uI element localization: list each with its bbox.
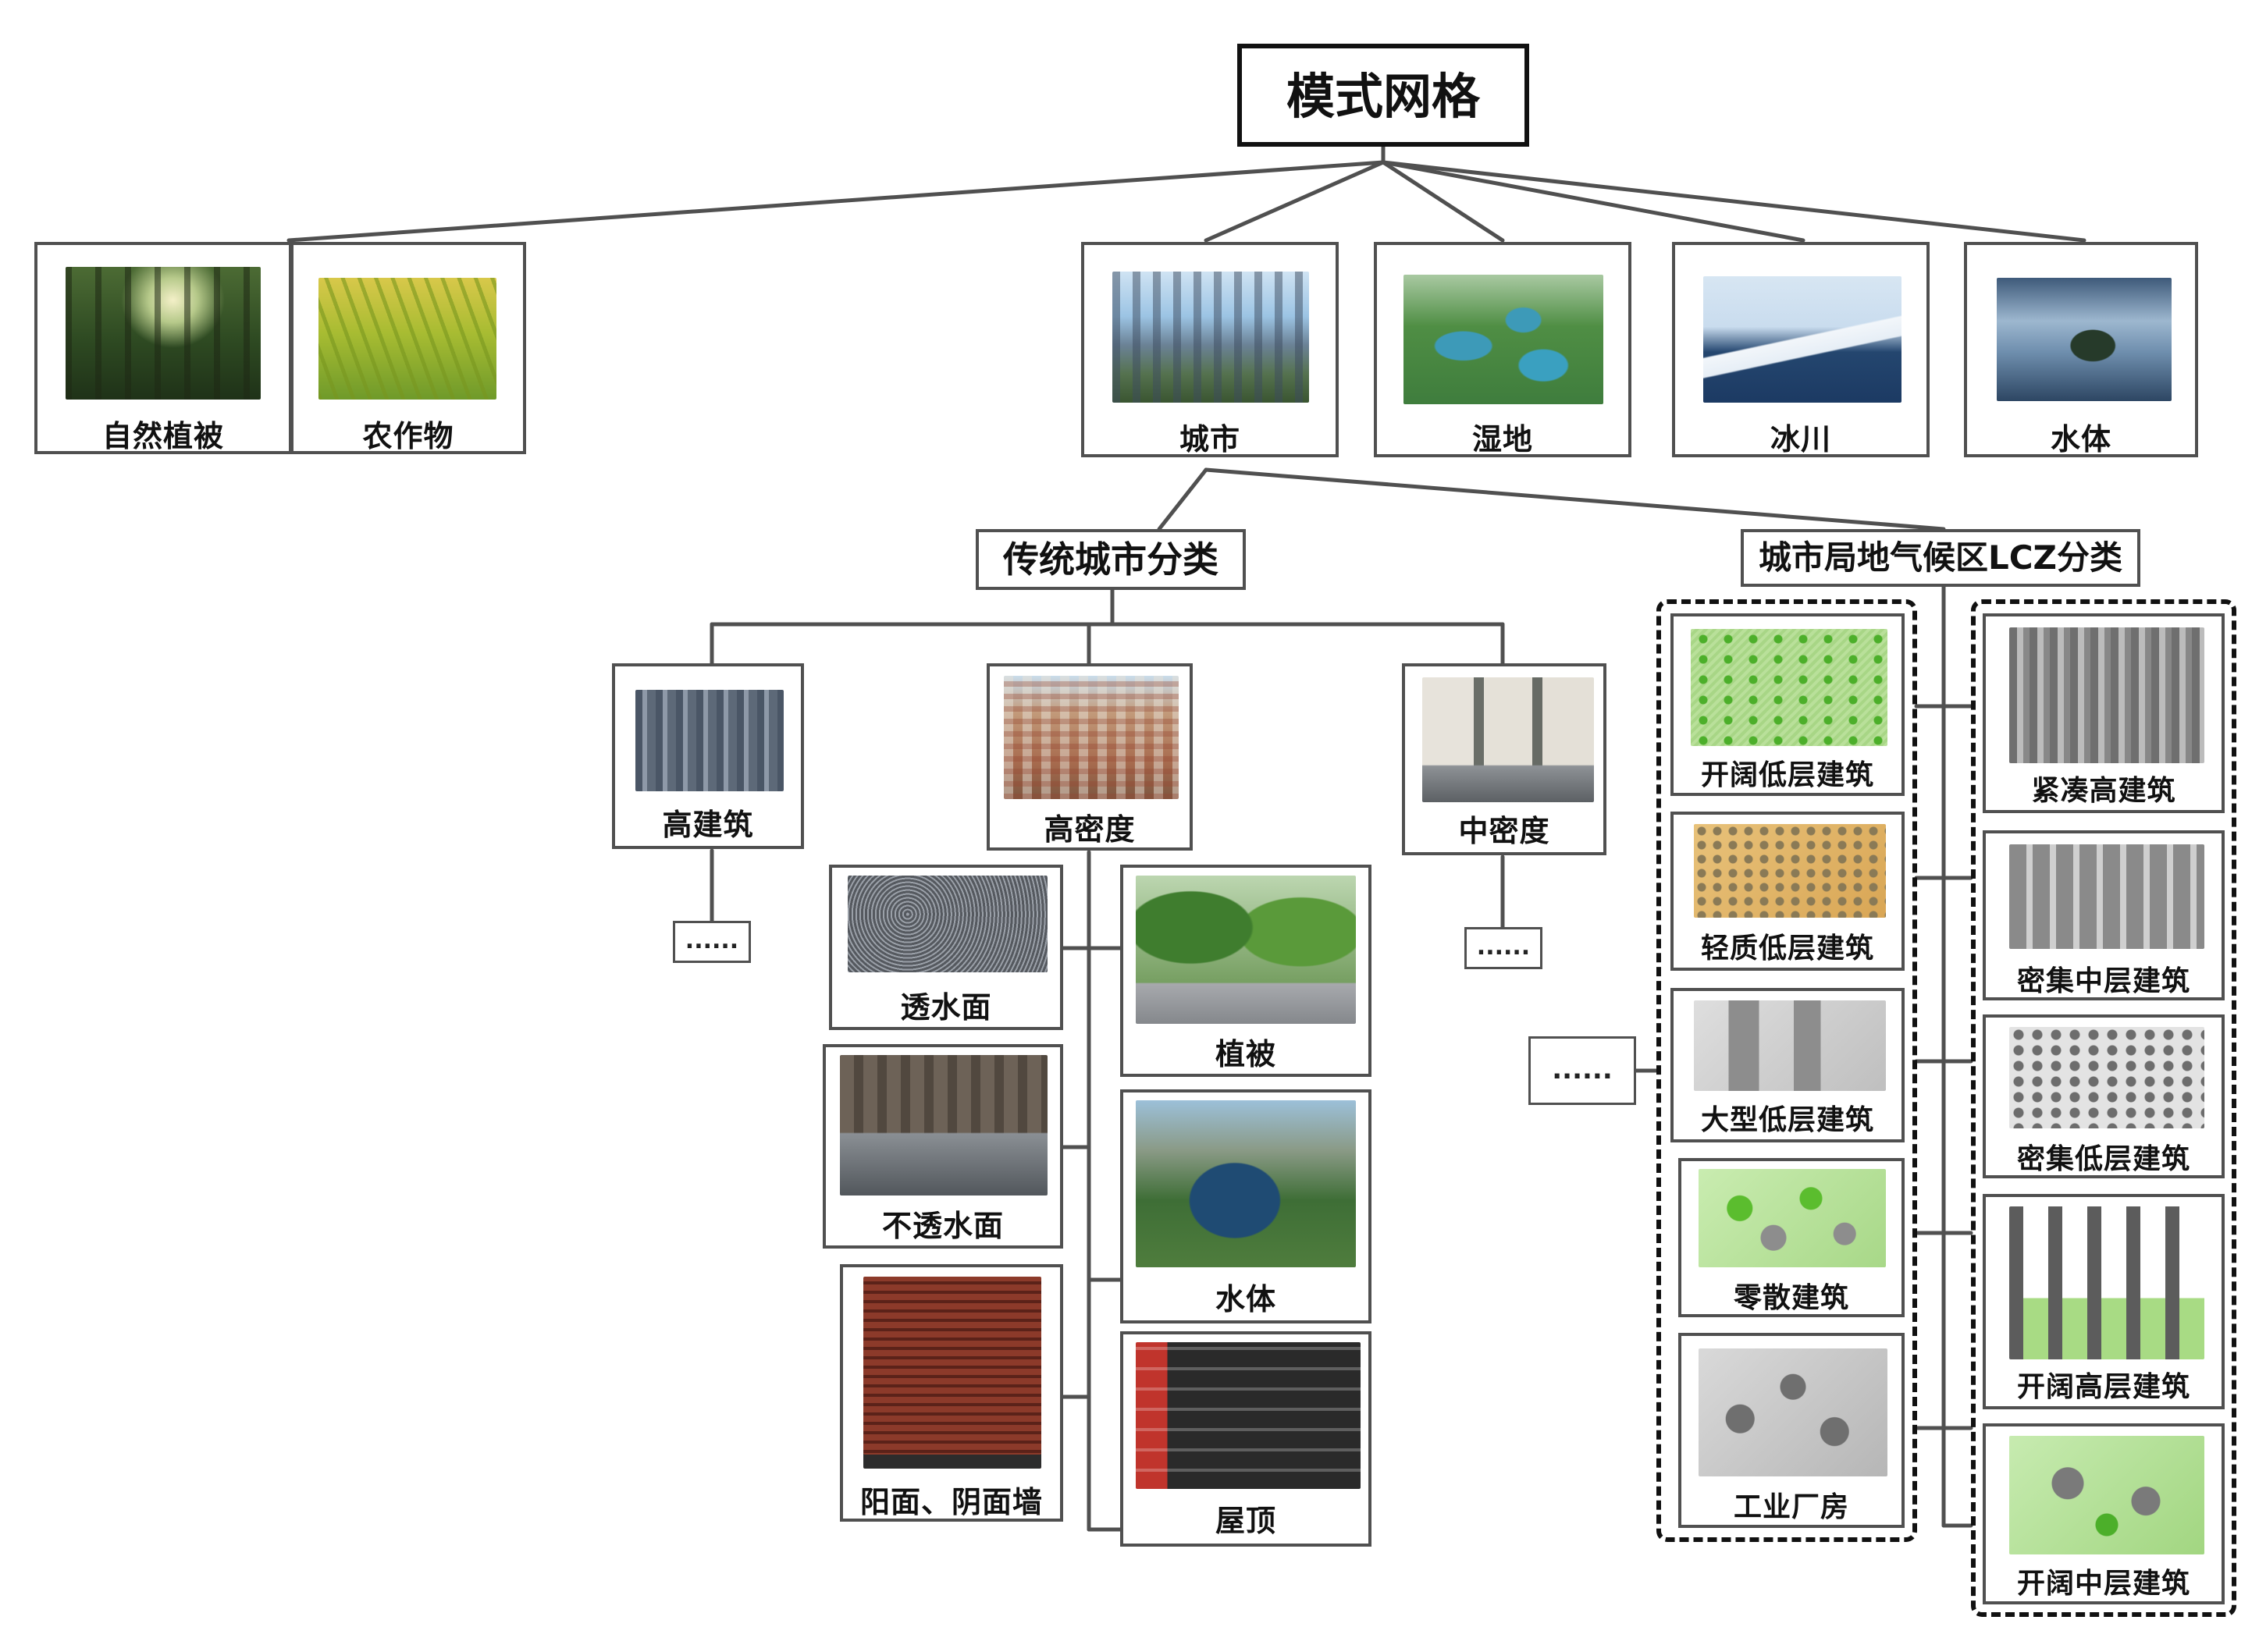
skyscrapers-image	[635, 690, 784, 791]
brick-building-image	[863, 1277, 1041, 1469]
lcz-compact-midrise-image	[2009, 844, 2204, 949]
category-label: 自然植被	[101, 419, 224, 453]
permeable-surface-node: 透水面	[829, 865, 1063, 1030]
forest-image	[66, 267, 261, 400]
high-density-node: 高密度	[987, 663, 1193, 851]
rice-field-image	[318, 278, 496, 400]
lcz-open-highrise-image	[2009, 1206, 2204, 1359]
sunlit-shaded-wall-label: 阳面、阴面墙	[859, 1485, 1043, 1519]
sunlit-shaded-wall-node: 阳面、阴面墙	[840, 1264, 1063, 1522]
lcz-label: 工业厂房	[1733, 1491, 1849, 1523]
lcz-heavy-industry: 工业厂房	[1678, 1333, 1905, 1528]
suburb-image	[1422, 677, 1594, 802]
rooftops-image	[1136, 1342, 1361, 1489]
lcz-label: 零散建筑	[1733, 1282, 1849, 1314]
category-label: 冰川	[1770, 422, 1831, 457]
lcz-sparsely-built-image	[1699, 1169, 1886, 1267]
lcz-more: ......	[1528, 1036, 1636, 1105]
lcz-open-midrise-image	[2009, 1436, 2204, 1554]
medium-density-more: ......	[1464, 927, 1542, 969]
lcz-label: 紧凑高建筑	[2031, 775, 2176, 807]
lcz-compact-midrise: 密集中层建筑	[1983, 830, 2225, 1000]
wetland-image	[1403, 275, 1603, 404]
category-label: 湿地	[1471, 422, 1533, 457]
rooftop-node: 屋顶	[1120, 1331, 1371, 1547]
lcz-sparsely-built: 零散建筑	[1678, 1158, 1905, 1317]
high-building-node: 高建筑	[612, 663, 804, 849]
rooftop-label: 屋顶	[1215, 1504, 1276, 1538]
category-city: 城市	[1081, 242, 1339, 457]
lcz-label: 密集低层建筑	[2016, 1143, 2190, 1175]
lcz-open-lowrise-image	[1691, 629, 1887, 746]
vegetation-node: 植被	[1120, 865, 1371, 1077]
category-wetland: 湿地	[1374, 242, 1631, 457]
lcz-open-lowrise: 开阔低层建筑	[1670, 613, 1905, 796]
lcz-right-group	[1971, 599, 2236, 1617]
lcz-compact-lowrise: 密集低层建筑	[1983, 1014, 2225, 1178]
lcz-heavy-industry-image	[1699, 1348, 1887, 1476]
category-crops: 农作物	[290, 242, 526, 454]
gravel-image	[848, 876, 1048, 972]
traditional-classification-label: 传统城市分类	[1003, 538, 1218, 581]
lcz-open-midrise: 开阔中层建筑	[1983, 1423, 2225, 1604]
city-skyline-image	[1112, 272, 1309, 403]
tree-avenue-image	[1136, 876, 1356, 1024]
traditional-classification-node: 传统城市分类	[976, 529, 1246, 590]
dense-city-image	[1004, 676, 1179, 799]
category-label: 水体	[2050, 422, 2111, 457]
category-glacier: 冰川	[1672, 242, 1930, 457]
lcz-label: 轻质低层建筑	[1700, 933, 1874, 965]
urban-water-node: 水体	[1120, 1089, 1371, 1323]
lcz-compact-highrise: 紧凑高建筑	[1983, 613, 2225, 813]
lcz-label: 开阔高层建筑	[2016, 1371, 2190, 1403]
lcz-compact-lowrise-image	[2009, 1027, 2204, 1128]
high-building-more: ......	[673, 921, 751, 963]
lcz-lightweight-lowrise-image	[1694, 824, 1886, 918]
lcz-label: 开阔低层建筑	[1700, 759, 1874, 791]
medium-density-label: 中密度	[1458, 814, 1550, 848]
lcz-lightweight-lowrise: 轻质低层建筑	[1670, 812, 1905, 971]
lcz-large-lowrise: 大型低层建筑	[1670, 988, 1905, 1142]
lcz-left-group	[1656, 599, 1917, 1542]
lcz-open-highrise: 开阔高层建筑	[1983, 1194, 2225, 1409]
glacier-image	[1703, 276, 1901, 403]
impervious-surface-label: 不透水面	[881, 1209, 1004, 1243]
lcz-compact-highrise-image	[2009, 627, 2204, 763]
category-label: 农作物	[362, 419, 454, 453]
lcz-label: 大型低层建筑	[1700, 1104, 1874, 1136]
medium-density-node: 中密度	[1402, 663, 1606, 855]
root-label: 模式网格	[1286, 68, 1480, 125]
lcz-label: 密集中层建筑	[2016, 965, 2190, 997]
lake-image	[1997, 278, 2172, 401]
high-density-label: 高密度	[1044, 812, 1136, 847]
vegetation-label: 植被	[1215, 1037, 1276, 1071]
urban-water-label: 水体	[1215, 1282, 1276, 1316]
category-natural-vegetation: 自然植被	[34, 242, 292, 454]
impervious-surface-node: 不透水面	[823, 1044, 1063, 1249]
lcz-classification-label: 城市局地气候区LCZ分类	[1758, 538, 2123, 577]
category-water-body: 水体	[1964, 242, 2198, 457]
lcz-classification-node: 城市局地气候区LCZ分类	[1741, 529, 2140, 587]
lcz-large-lowrise-image	[1694, 1000, 1886, 1091]
wet-street-image	[840, 1055, 1048, 1195]
high-building-label: 高建筑	[662, 808, 754, 842]
root-node: 模式网格	[1237, 44, 1529, 147]
lcz-label: 开阔中层建筑	[2016, 1568, 2190, 1600]
permeable-surface-label: 透水面	[900, 990, 992, 1025]
category-label: 城市	[1179, 422, 1240, 457]
urban-lake-image	[1136, 1100, 1356, 1267]
